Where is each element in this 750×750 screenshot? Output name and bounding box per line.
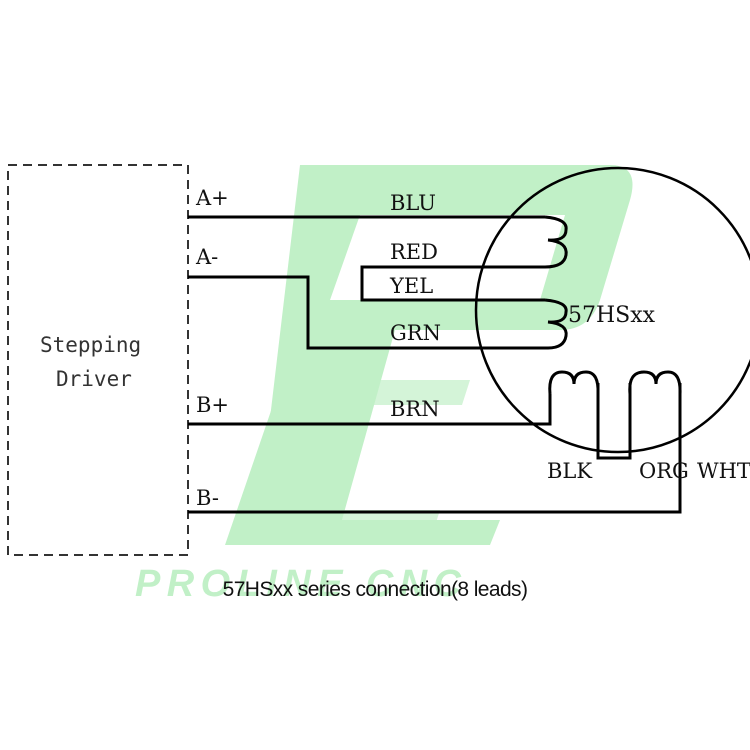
diagram-caption: 57HSxx series connection(8 leads)	[222, 578, 528, 601]
wire-blk-org-bridge	[596, 383, 632, 460]
coil-b2	[628, 370, 682, 395]
coil-a1	[544, 215, 568, 269]
motor-model-label: 57HSxx	[568, 303, 656, 328]
coil-b1	[548, 370, 600, 395]
wire-label-wht: WHT	[697, 459, 750, 483]
wire-label-brn: BRN	[390, 397, 440, 421]
wire-a-minus-grn	[188, 275, 548, 350]
wire-label-blu: BLU	[390, 191, 436, 215]
wire-label-yel: YEL	[389, 274, 433, 298]
pin-label-a-plus: A+	[195, 186, 229, 210]
wire-red-yel-bridge	[360, 265, 545, 302]
wire-label-red: RED	[390, 240, 438, 264]
pin-label-b-plus: B+	[196, 393, 229, 417]
wire-label-org: ORG	[639, 459, 689, 483]
watermark-l-shape	[225, 370, 500, 545]
watermark-text: PROLINE CNC	[135, 563, 465, 605]
pin-label-b-minus: B-	[196, 486, 219, 510]
wire-wht	[188, 383, 682, 514]
wire-label-blk: BLK	[547, 459, 592, 483]
stepping-driver-box	[7, 164, 189, 556]
wire-label-grn: GRN	[390, 321, 441, 345]
driver-title-line1: Stepping	[40, 333, 141, 357]
wire-brn	[188, 394, 552, 426]
motor-circle	[474, 166, 750, 454]
pin-label-a-minus: A-	[195, 245, 218, 269]
watermark-c-shape	[245, 380, 470, 535]
watermark-logo: PROLINE CNC	[135, 165, 633, 605]
watermark-p-shape	[255, 165, 633, 545]
driver-title-line2: Driver	[56, 367, 132, 391]
coil-a2	[544, 298, 568, 350]
